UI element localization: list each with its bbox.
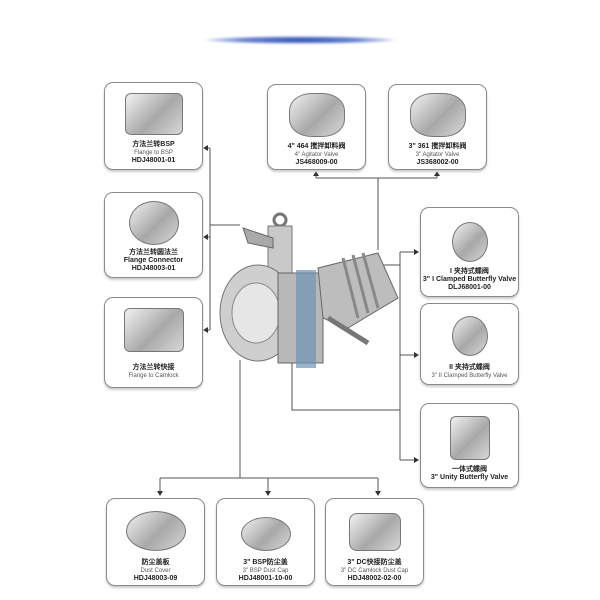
product-image — [240, 517, 291, 551]
product-name-cn: 防尘盖板 — [141, 559, 170, 566]
product-name-en: 4" Agitator Valve — [294, 152, 339, 158]
product-name-en: Dust Cover — [140, 568, 171, 574]
product-name-en: 3" Agitator Valve — [415, 152, 460, 158]
product-image — [123, 308, 184, 352]
product-image — [128, 201, 179, 245]
product-name-cn: 方法兰转快接 — [132, 364, 175, 371]
product-name-cn: 方法兰转BSP — [132, 141, 175, 148]
product-card-clamped-butterfly-valve-2[interactable]: II 夹持式蝶阀 3" II Clamped Butterfly Valve — [420, 303, 519, 385]
product-name-en: Flange to BSP — [134, 150, 173, 156]
product-card-flange-camlock[interactable]: 方法兰转快接 Flange to Camlock — [104, 297, 203, 388]
product-image — [451, 222, 488, 262]
product-code: HDJ48001-01 — [131, 157, 176, 164]
product-image — [125, 511, 186, 551]
product-name-cn: I 夹持式蝶阀 — [450, 268, 489, 275]
product-name-en: 3" BSP Dust Cap — [242, 568, 289, 574]
product-code: HDJ48001-10-00 — [238, 575, 293, 582]
product-name-cn: 方法兰转圆法兰 — [129, 249, 178, 256]
product-code: DLJ68001-00 — [448, 284, 491, 291]
product-code: JS368002-00 — [416, 159, 459, 166]
product-name-cn: 一体式蝶阀 — [452, 466, 487, 473]
title-decor-bar — [205, 36, 395, 44]
product-name-en: 3" II Clamped Butterfly Valve — [431, 373, 508, 379]
product-code: JS468009-00 — [295, 159, 338, 166]
product-image — [348, 513, 401, 551]
product-name-en: 3" I Clamped Butterfly Valve — [422, 276, 517, 283]
product-image — [449, 416, 490, 460]
product-image — [124, 93, 183, 135]
product-name-cn: 3" DC快接防尘盖 — [347, 559, 402, 566]
product-name-en: 3" Unity Butterfly Valve — [430, 474, 509, 481]
main-valve-image — [218, 208, 408, 373]
product-code: HDJ48002-02-00 — [347, 575, 402, 582]
product-code: HDJ48003-01 — [131, 265, 176, 272]
product-image — [451, 316, 488, 356]
product-name-en: 3" DC Camlock Dust Cap — [340, 568, 409, 574]
product-name-en: Flange Connector — [123, 257, 184, 264]
product-name-cn: 3" 361 搅拌卸料阀 — [408, 143, 467, 150]
product-name-cn: II 夹持式蝶阀 — [449, 364, 490, 371]
product-name-en: Flange to Camlock — [128, 373, 179, 379]
product-image — [288, 93, 345, 137]
product-name-cn: 4" 464 搅拌卸料阀 — [287, 143, 346, 150]
product-image — [409, 93, 466, 137]
product-name-cn: 3" BSP防尘盖 — [243, 559, 288, 566]
product-code: HDJ48003-09 — [133, 575, 178, 582]
